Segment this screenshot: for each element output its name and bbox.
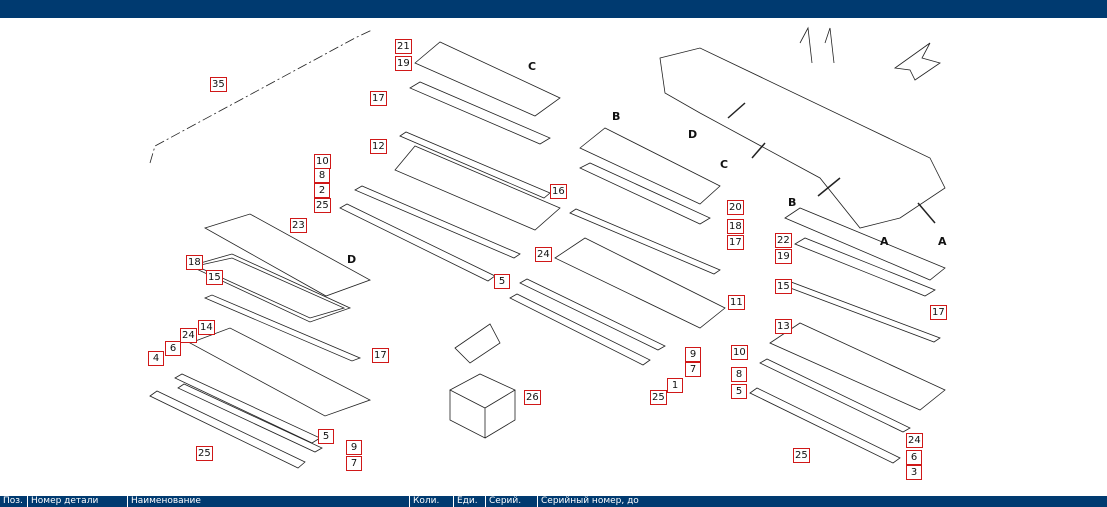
callout[interactable]: 24 [180,328,197,343]
machine-arm [799,26,835,64]
panel-left [149,390,306,469]
column-serial-to[interactable]: Серийный номер, до [541,496,639,506]
seal-right [794,237,936,297]
seal-mid [579,162,711,225]
arrow-b [817,177,841,197]
callout[interactable]: 22 [775,233,792,248]
cover-plate-mid [579,127,721,205]
callout[interactable]: 4 [148,351,164,366]
machine-body [659,47,946,229]
callout[interactable]: 9 [346,440,362,455]
view-label-c: C [720,158,729,171]
callout[interactable]: 16 [550,184,567,199]
column-part-number[interactable]: Номер детали [28,496,128,507]
callout[interactable]: 19 [395,56,412,71]
rail-mid [519,278,666,351]
callout[interactable]: 25 [196,446,213,461]
cover-plate-right [784,207,946,281]
callout[interactable]: 3 [906,465,922,480]
callout[interactable]: 17 [370,91,387,106]
arrow-a [917,202,936,224]
view-arrow [893,42,941,81]
strip-mid [569,208,721,275]
strip-left [203,294,362,362]
column-name[interactable]: Наименование [128,496,410,507]
callout[interactable]: 8 [731,367,747,382]
parts-table-header: Поз. Номер детали Наименование Коли. Еди… [0,496,1107,507]
assembly-outline [149,29,373,164]
cover-plate-top [414,41,561,117]
panel-mid [509,293,651,366]
view-label-d: D [688,128,698,141]
exploded-parts-diagram: 35 21 19 17 12 10 8 2 25 23 18 15 14 24 … [0,18,1107,496]
parts-drawing [149,26,946,469]
view-label-b: B [612,110,621,123]
rail-right [759,358,911,433]
strip-right [784,281,941,343]
base-plate-left [189,327,372,417]
callout[interactable]: 25 [314,198,331,213]
callout[interactable]: 15 [775,279,792,294]
callout[interactable]: 25 [793,448,810,463]
rail-left [174,373,321,444]
callout[interactable]: 5 [318,429,334,444]
column-serial[interactable]: Серий. [486,496,538,507]
callout[interactable]: 6 [906,450,922,465]
kit-box-lid [454,323,501,364]
view-label-b: B [788,196,797,209]
view-label-c: C [528,60,537,73]
strip-top [399,131,551,199]
column-position[interactable]: Поз. [0,496,28,507]
top-bar [0,0,1107,18]
arrow-d [727,102,746,119]
callout[interactable]: 19 [775,249,792,264]
callout[interactable]: 20 [727,200,744,215]
callout[interactable]: 11 [728,295,745,310]
base-plate-mid [554,237,726,329]
callout[interactable]: 6 [165,341,181,356]
callout[interactable]: 17 [930,305,947,320]
column-unit[interactable]: Еди. [454,496,486,507]
callout[interactable]: 17 [372,348,389,363]
callout[interactable]: 23 [290,218,307,233]
cover-plate-left [203,213,371,297]
view-label-a: A [880,235,889,248]
panel-top [339,203,496,282]
callout[interactable]: 21 [395,39,412,54]
callout[interactable]: 5 [494,274,510,289]
callout[interactable]: 35 [210,77,227,92]
view-label-d: D [347,253,357,266]
seal-left-inner [194,257,346,319]
panel-right [749,387,901,464]
callout[interactable]: 18 [186,255,203,270]
callout[interactable]: 2 [314,183,330,198]
callout[interactable]: 24 [535,247,552,262]
callout[interactable]: 10 [731,345,748,360]
callout[interactable]: 7 [685,362,701,377]
callout[interactable]: 25 [650,390,667,405]
callout[interactable]: 1 [667,378,683,393]
seal-top [409,81,551,145]
callout[interactable]: 5 [731,384,747,399]
callout[interactable]: 7 [346,456,362,471]
base-plate-top [394,145,561,231]
callout[interactable]: 24 [906,433,923,448]
callout[interactable]: 17 [727,235,744,250]
arrow-c [751,142,766,159]
callout[interactable]: 14 [198,320,215,335]
callout[interactable]: 9 [685,347,701,362]
callout[interactable]: 12 [370,139,387,154]
callout[interactable]: 13 [775,319,792,334]
callout[interactable]: 26 [524,390,541,405]
callout[interactable]: 8 [314,168,330,183]
view-label-a: A [938,235,947,248]
seal-left [188,253,352,323]
callout[interactable]: 10 [314,154,331,169]
rail-top [354,185,521,259]
callout[interactable]: 15 [206,270,223,285]
kit-box [449,373,516,439]
rail-left-2 [177,383,323,453]
column-quantity[interactable]: Коли. [410,496,454,507]
callout[interactable]: 18 [727,219,744,234]
